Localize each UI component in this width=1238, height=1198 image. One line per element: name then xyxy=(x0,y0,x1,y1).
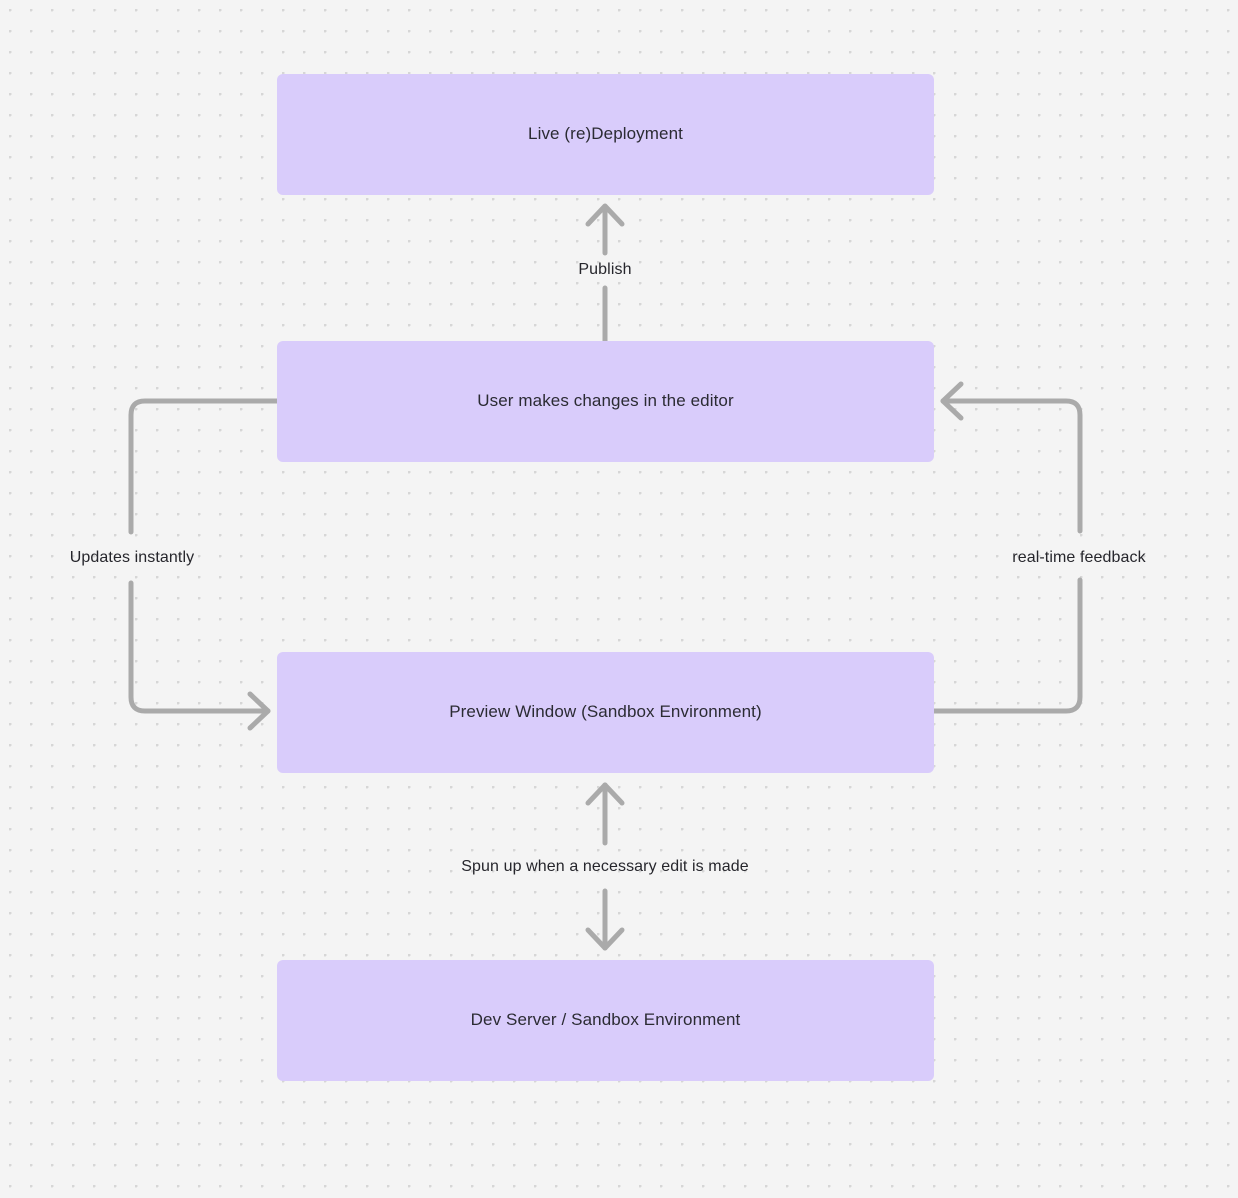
arrowhead-down xyxy=(585,927,625,951)
edge-label-real-time-feedback: real-time feedback xyxy=(1012,549,1146,566)
edge-label-updates-instantly: Updates instantly xyxy=(69,549,195,566)
node-live-deployment[interactable]: Live (re)Deployment xyxy=(277,74,934,195)
arrowhead-up xyxy=(585,203,625,227)
node-label: Live (re)Deployment xyxy=(528,124,683,144)
arrowhead-up xyxy=(585,782,625,806)
edge-label-publish: Publish xyxy=(578,261,632,278)
node-label: Dev Server / Sandbox Environment xyxy=(470,1010,741,1030)
node-label: User makes changes in the editor xyxy=(477,391,734,411)
node-preview-window[interactable]: Preview Window (Sandbox Environment) xyxy=(277,652,934,773)
edge-label-spun-up: Spun up when a necessary edit is made xyxy=(461,858,749,875)
node-label: Preview Window (Sandbox Environment) xyxy=(449,702,762,722)
node-dev-server[interactable]: Dev Server / Sandbox Environment xyxy=(277,960,934,1081)
arrowhead-right xyxy=(247,691,271,731)
arrowhead-left xyxy=(940,381,964,421)
node-user-edits[interactable]: User makes changes in the editor xyxy=(277,341,934,462)
